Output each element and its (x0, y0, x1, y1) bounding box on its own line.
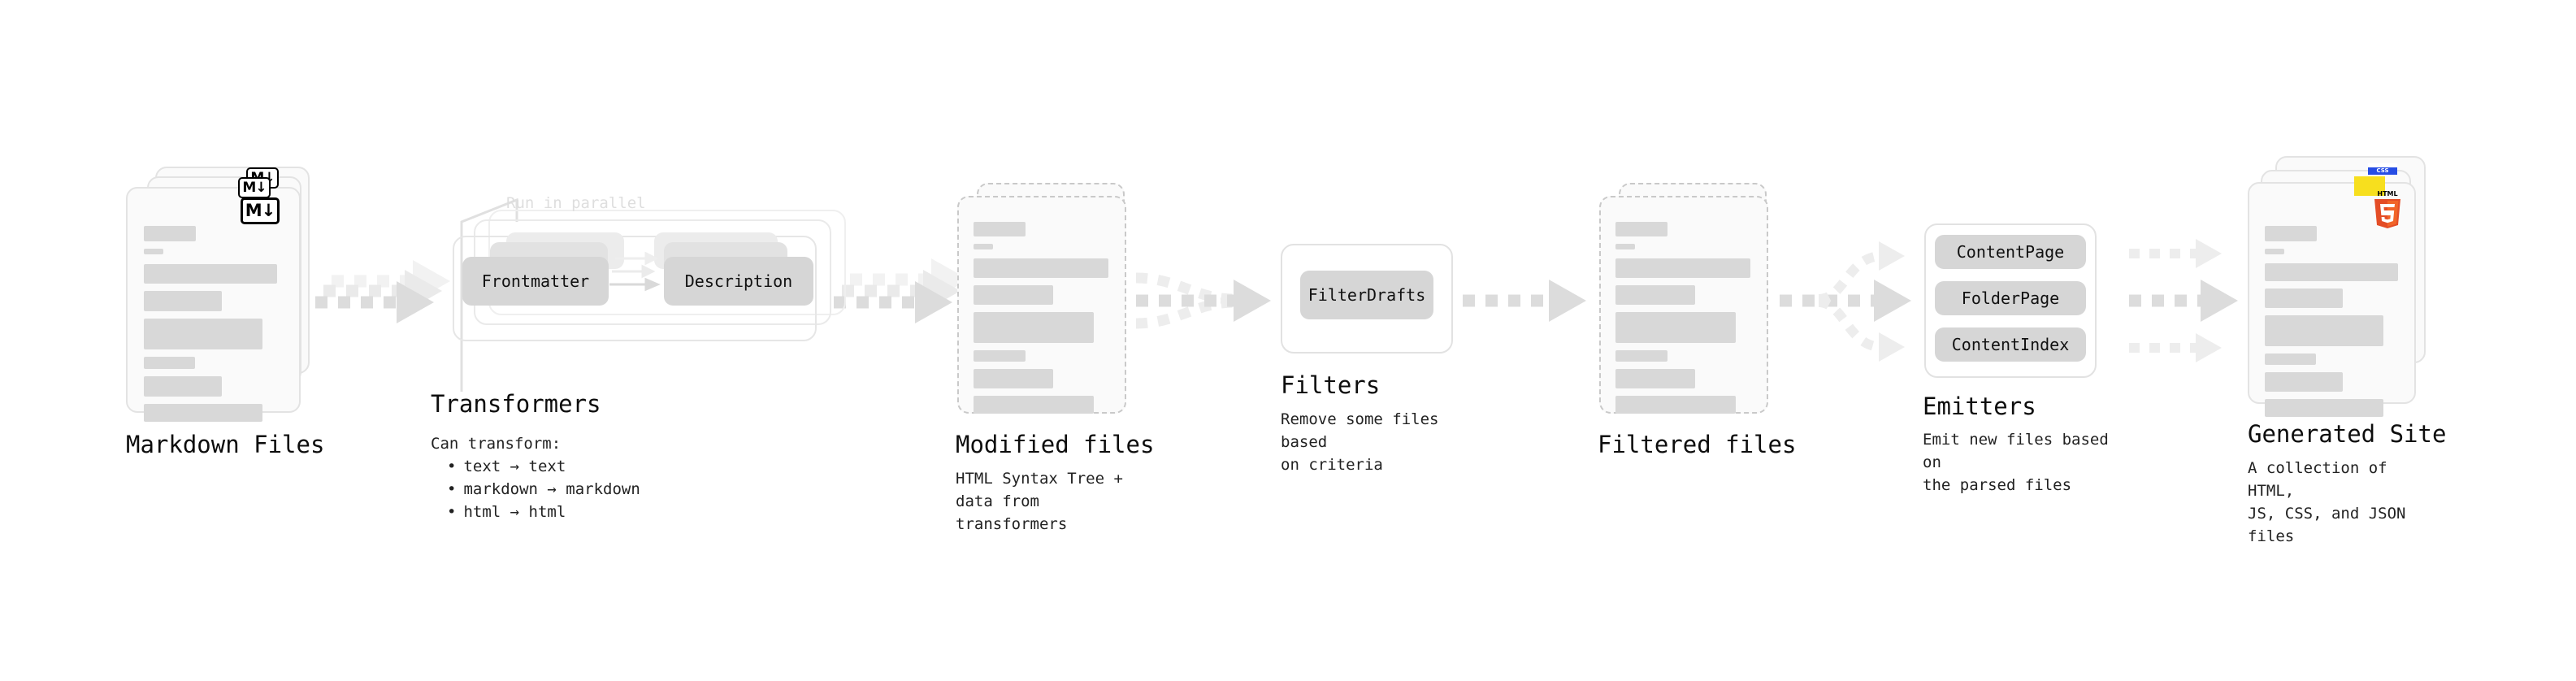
stage-title-filters: Filters (1281, 371, 1381, 399)
css-badge: CSS (2368, 163, 2397, 175)
transform-item-0: text → text (447, 455, 640, 478)
stage-transformers: . . . . Frontmatter Description Run in p… (431, 194, 857, 521)
stage-filtered-files: Filtered files (1598, 183, 1796, 458)
stage-modified-files: Modified files HTML Syntax Tree + data f… (956, 183, 1154, 533)
emitters-chip-contentindex[interactable]: ContentIndex (1935, 327, 2086, 362)
emitters-chip-folderpage[interactable]: FolderPage (1935, 281, 2086, 315)
filtered-card-front (1599, 196, 1768, 414)
svg-text:HTML: HTML (2377, 190, 2397, 197)
transformers-box-front (453, 236, 817, 341)
arrow-emitters-to-site (2129, 239, 2238, 362)
filters-chip-filterdrafts[interactable]: FilterDrafts (1300, 271, 1433, 319)
stage-title-transformers: Transformers (431, 390, 601, 418)
parallel-label: Run in parallel (506, 194, 646, 212)
markdown-card-front (126, 187, 301, 422)
stage-title-modified-files: Modified files (956, 431, 1155, 458)
emitters-caption: Emit new files based on the parsed files (1923, 431, 2109, 494)
filters-caption: Remove some files based on criteria (1281, 410, 1439, 474)
stage-emitters: ContentPage FolderPage ContentIndex Emit… (1923, 223, 2111, 494)
filters-box (1281, 244, 1453, 354)
markdown-badge-back-1: M↓ (238, 177, 271, 198)
transformers-chip-description[interactable]: Description (664, 257, 813, 306)
arrow-modified-to-filters (1135, 272, 1271, 329)
arrow-filters-to-filtered (1463, 280, 1586, 322)
html5-badge: HTML (2370, 189, 2405, 231)
modified-card-front (957, 196, 1126, 414)
stage-title-emitters: Emitters (1923, 393, 2036, 420)
stage-title-markdown-files: Markdown Files (126, 431, 325, 458)
arrow-markdown-to-transformers (315, 260, 450, 323)
stage-title-generated-site: Generated Site (2248, 420, 2447, 448)
transform-item-2: html → html (447, 501, 640, 523)
arrow-filtered-to-emitters (1780, 241, 1911, 362)
transformers-caption-heading: Can transform: (431, 435, 562, 453)
transform-item-1: markdown → markdown (447, 478, 640, 501)
emitters-chip-contentpage[interactable]: ContentPage (1935, 235, 2086, 269)
stage-markdown-files: M↓ M↓ M↓ Markdown Files (126, 167, 324, 458)
emitters-box (1924, 223, 2097, 378)
transformers-caption-list: text → text markdown → markdown html → h… (431, 455, 640, 523)
transformers-chip-frontmatter[interactable]: Frontmatter (462, 257, 609, 306)
stage-generated-site: CSS HTML Generated Site A collection of … (2228, 156, 2446, 545)
stage-title-filtered-files: Filtered files (1598, 431, 1797, 458)
generated-site-caption: A collection of HTML, JS, CSS, and JSON … (2248, 459, 2406, 545)
js-badge (2354, 176, 2385, 196)
stage-filters: FilterDrafts Filters Remove some files b… (1281, 244, 1459, 474)
modified-files-caption: HTML Syntax Tree + data from transformer… (956, 470, 1123, 533)
markdown-badge: M↓ (241, 197, 280, 224)
